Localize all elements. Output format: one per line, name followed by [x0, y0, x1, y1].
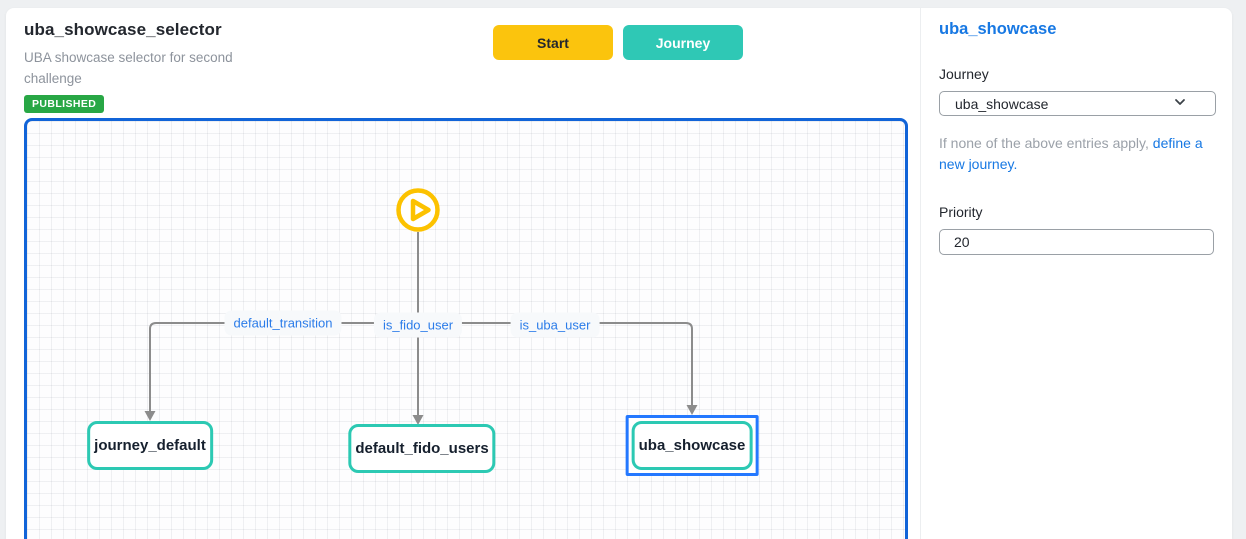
journey-button[interactable]: Journey — [623, 25, 743, 60]
page-title: uba_showcase_selector — [24, 20, 222, 39]
properties-panel: uba_showcase Journey uba_showcase If non… — [920, 8, 1232, 539]
journey-field-label: Journey — [939, 66, 989, 82]
node-uba-showcase[interactable]: uba_showcase — [631, 421, 753, 470]
play-icon — [396, 188, 440, 232]
header: uba_showcase_selector UBA showcase selec… — [24, 20, 284, 113]
node-uba-showcase-selected[interactable]: uba_showcase — [625, 415, 759, 476]
page-subtitle: UBA showcase selector for second challen… — [24, 50, 233, 86]
connector-lines — [144, 232, 698, 425]
edge-label-is-fido-user[interactable]: is_fido_user — [373, 312, 463, 338]
priority-input[interactable] — [939, 229, 1214, 255]
start-node[interactable] — [394, 186, 442, 234]
flow-canvas[interactable]: default_transition is_fido_user is_uba_u… — [24, 118, 908, 539]
help-text-static: If none of the above entries apply, — [939, 135, 1153, 151]
journey-help-text: If none of the above entries apply, defi… — [939, 133, 1217, 175]
priority-field-label: Priority — [939, 204, 983, 220]
status-badge: PUBLISHED — [24, 95, 105, 113]
journey-editor-card: uba_showcase_selector UBA showcase selec… — [6, 8, 1232, 539]
start-button[interactable]: Start — [493, 25, 613, 60]
journey-select[interactable]: uba_showcase — [939, 91, 1216, 116]
edge-label-default-transition[interactable]: default_transition — [224, 310, 342, 336]
define-new-journey-link[interactable]: define a new journey. — [939, 135, 1203, 172]
node-journey-default[interactable]: journey_default — [87, 421, 213, 470]
panel-title: uba_showcase — [939, 20, 1057, 38]
node-default-fido-users[interactable]: default_fido_users — [348, 424, 496, 473]
edge-label-is-uba-user[interactable]: is_uba_user — [510, 312, 600, 338]
